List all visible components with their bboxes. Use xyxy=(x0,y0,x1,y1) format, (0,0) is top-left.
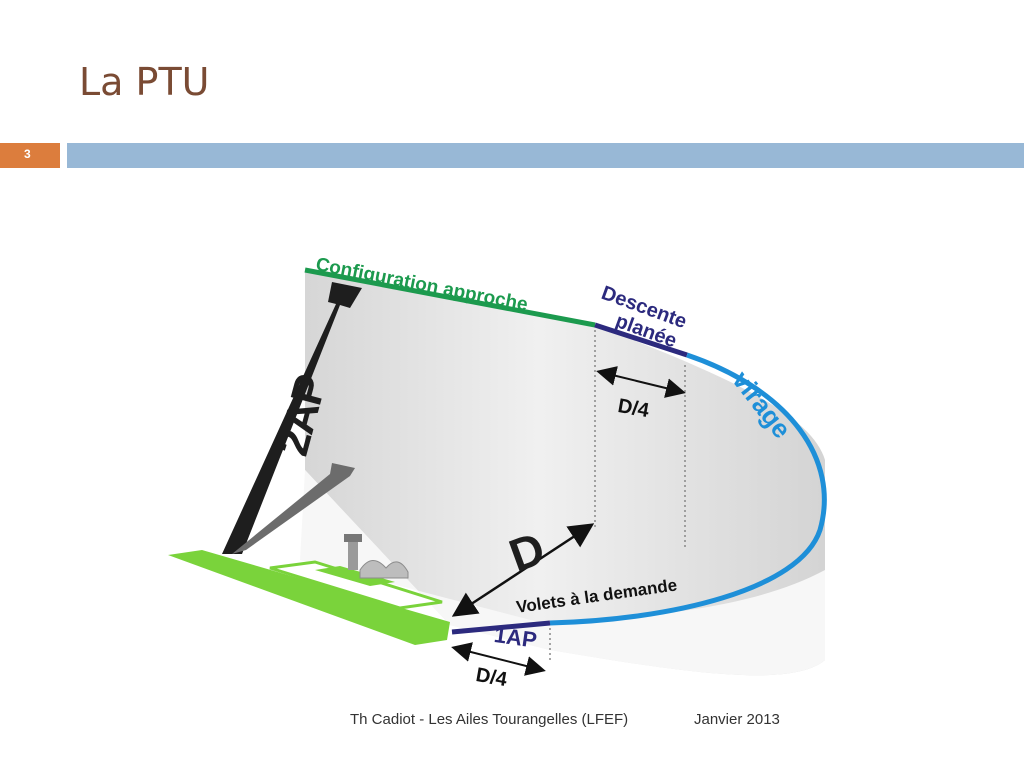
hangar xyxy=(359,560,409,579)
slide-title: La PTU xyxy=(79,60,210,104)
title-band xyxy=(67,143,1024,168)
ptu-diagram-svg xyxy=(168,267,827,676)
taxiway xyxy=(269,560,443,610)
runway xyxy=(168,550,450,645)
final-leg-line xyxy=(451,620,551,635)
descent-leg-line xyxy=(594,322,688,358)
altitude-arrow xyxy=(222,282,362,554)
footer-author: Th Cadiot - Les Ailes Tourangelles (LFEF… xyxy=(350,711,629,728)
parking xyxy=(315,566,395,586)
turn-line xyxy=(549,352,827,626)
quarter-bottom-arrow xyxy=(451,642,546,676)
quarter-top-arrow xyxy=(596,366,686,398)
tower-top xyxy=(344,534,362,542)
slide-number-box: 3 xyxy=(0,143,60,168)
config-leg-line xyxy=(304,267,596,328)
altitude-shadow-arrow xyxy=(232,463,355,554)
footer-date: Janvier 2013 xyxy=(694,711,780,728)
tower xyxy=(348,540,358,570)
ptu-diagram: Configuration approche Descente planée v… xyxy=(150,230,850,700)
distance-arrow xyxy=(451,523,595,617)
slide-number: 3 xyxy=(24,147,31,161)
circuit-wall xyxy=(305,270,825,676)
circuit-floor xyxy=(300,470,825,676)
